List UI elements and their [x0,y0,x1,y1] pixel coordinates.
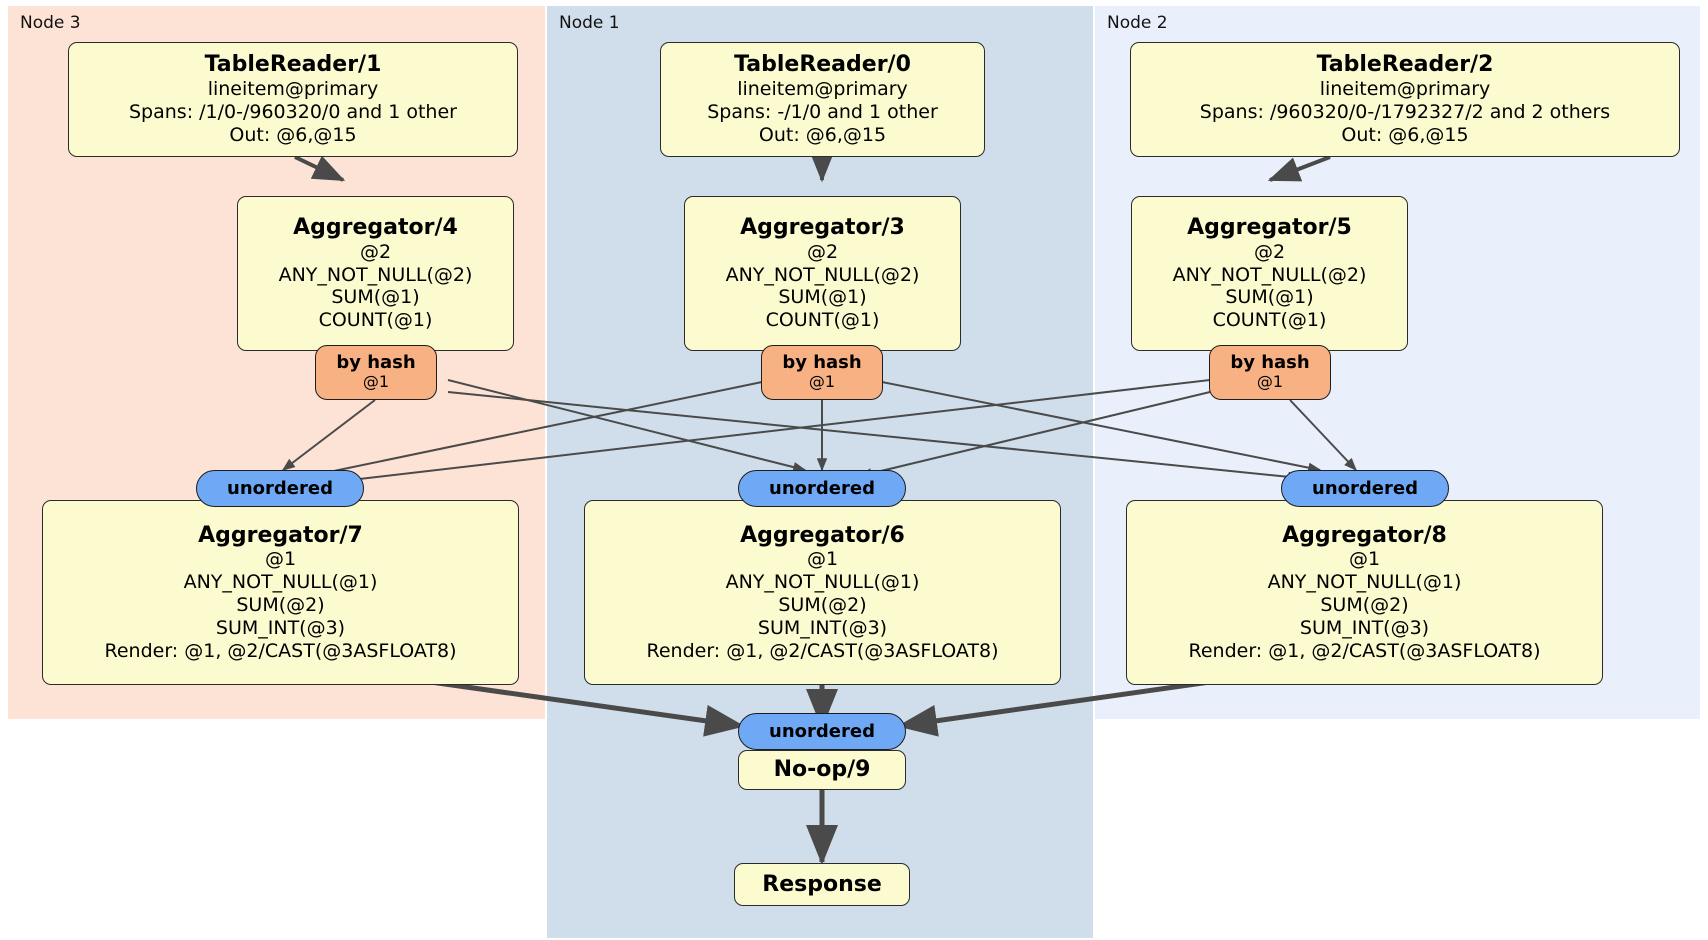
processor-table-reader-1[interactable]: TableReader/1 lineitem@primary Spans: /1… [68,42,518,157]
router-badge-label: by hash [1230,352,1310,374]
processor-line: SUM(@2) [236,594,325,617]
processor-title: TableReader/1 [204,52,382,78]
processor-line: lineitem@primary [207,78,379,101]
processor-line: SUM_INT(@3) [757,616,888,639]
node-panel-label-node3: Node 3 [20,13,81,33]
processor-line: @1 [1348,548,1381,571]
router-badge-sub: @1 [808,372,836,392]
router-badge-sub: @1 [362,372,390,392]
processor-line: Out: @6,@15 [1341,123,1469,146]
synchronizer-badge-unordered-center[interactable]: unordered [738,470,906,507]
router-badge-label: by hash [782,352,862,374]
processor-line: ANY_NOT_NULL(@2) [1172,263,1367,286]
processor-title: Aggregator/3 [740,214,905,240]
processor-aggregator-6[interactable]: Aggregator/6 @1 ANY_NOT_NULL(@1) SUM(@2)… [584,500,1061,685]
processor-aggregator-3[interactable]: Aggregator/3 @2 ANY_NOT_NULL(@2) SUM(@1)… [684,196,961,351]
router-badge-sub: @1 [1256,372,1284,392]
processor-title: Aggregator/7 [198,522,363,548]
processor-line: SUM(@1) [331,286,420,309]
processor-aggregator-4[interactable]: Aggregator/4 @2 ANY_NOT_NULL(@2) SUM(@1)… [237,196,514,351]
processor-line: ANY_NOT_NULL(@1) [1267,571,1462,594]
processor-line: ANY_NOT_NULL(@2) [725,263,920,286]
processor-title: Aggregator/5 [1187,214,1352,240]
processor-response[interactable]: Response [734,863,910,906]
processor-table-reader-0[interactable]: TableReader/0 lineitem@primary Spans: -/… [660,42,985,157]
processor-line: Out: @6,@15 [758,123,887,146]
synchronizer-badge-label: unordered [227,477,333,499]
processor-line: @2 [806,240,839,263]
processor-line: SUM(@2) [778,594,867,617]
processor-line: lineitem@primary [737,78,908,101]
processor-line: Spans: /1/0-/960320/0 and 1 other [129,101,457,124]
processor-line: SUM(@2) [1320,594,1409,617]
node-panel-label-node1: Node 1 [559,13,620,33]
processor-line: @2 [359,240,392,263]
processor-line: SUM(@1) [1225,286,1314,309]
synchronizer-badge-label: unordered [769,720,875,742]
processor-aggregator-5[interactable]: Aggregator/5 @2 ANY_NOT_NULL(@2) SUM(@1)… [1131,196,1408,351]
synchronizer-badge-unordered-left[interactable]: unordered [196,470,364,507]
processor-aggregator-7[interactable]: Aggregator/7 @1 ANY_NOT_NULL(@1) SUM(@2)… [42,500,519,685]
processor-title: Aggregator/6 [740,522,905,548]
processor-aggregator-8[interactable]: Aggregator/8 @1 ANY_NOT_NULL(@1) SUM(@2)… [1126,500,1603,685]
processor-line: Spans: -/1/0 and 1 other [707,101,938,124]
router-badge-label: by hash [336,352,416,374]
router-badge-by-hash-center[interactable]: by hash @1 [761,345,883,400]
processor-title: Aggregator/8 [1282,522,1447,548]
processor-line: Spans: /960320/0-/1792327/2 and 2 others [1199,101,1611,124]
processor-title: No-op/9 [773,757,871,783]
synchronizer-badge-label: unordered [769,477,875,499]
synchronizer-badge-label: unordered [1312,477,1418,499]
processor-title: TableReader/0 [734,52,911,78]
processor-line: ANY_NOT_NULL(@1) [725,571,920,594]
processor-line: @1 [264,548,297,571]
processor-table-reader-2[interactable]: TableReader/2 lineitem@primary Spans: /9… [1130,42,1680,157]
processor-line: Render: @1, @2/CAST(@3ASFLOAT8) [104,639,457,662]
synchronizer-badge-unordered-right[interactable]: unordered [1281,470,1449,507]
processor-line: Render: @1, @2/CAST(@3ASFLOAT8) [1188,639,1541,662]
processor-no-op-9[interactable]: No-op/9 [738,750,906,790]
synchronizer-badge-unordered-final[interactable]: unordered [738,713,906,750]
processor-line: Render: @1, @2/CAST(@3ASFLOAT8) [646,639,999,662]
processor-line: lineitem@primary [1319,78,1491,101]
processor-title: Response [762,871,882,897]
processor-line: ANY_NOT_NULL(@2) [278,263,473,286]
processor-line: SUM_INT(@3) [1299,616,1430,639]
processor-line: Out: @6,@15 [229,123,357,146]
router-badge-by-hash-left[interactable]: by hash @1 [315,345,437,400]
node-panel-label-node2: Node 2 [1107,13,1168,33]
processor-line: SUM_INT(@3) [215,616,346,639]
processor-line: SUM(@1) [778,286,867,309]
processor-line: COUNT(@1) [318,309,433,332]
processor-title: TableReader/2 [1316,52,1494,78]
processor-line: ANY_NOT_NULL(@1) [183,571,378,594]
processor-line: COUNT(@1) [765,309,880,332]
processor-title: Aggregator/4 [293,214,458,240]
processor-line: @1 [806,548,839,571]
processor-line: COUNT(@1) [1212,309,1327,332]
router-badge-by-hash-right[interactable]: by hash @1 [1209,345,1331,400]
processor-line: @2 [1253,240,1286,263]
